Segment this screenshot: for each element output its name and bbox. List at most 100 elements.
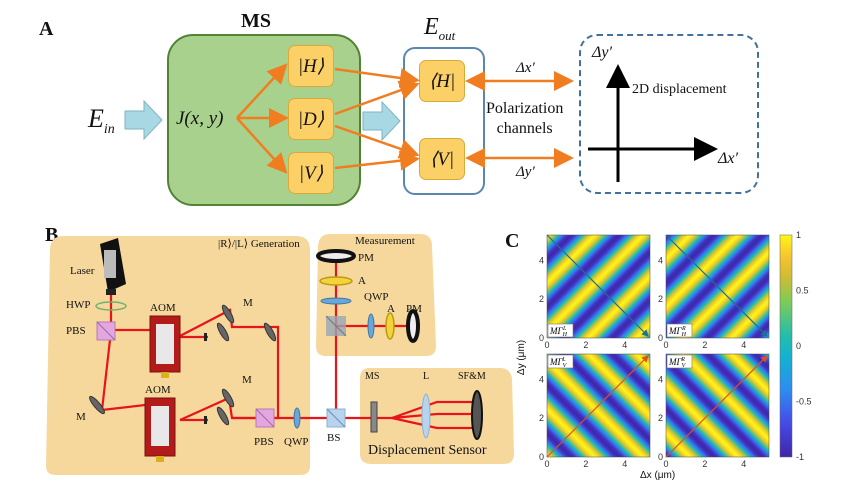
pbs-label-2: PBS xyxy=(254,436,274,448)
scan-arrow xyxy=(665,234,768,337)
power-meter-top-icon xyxy=(316,249,356,263)
pm-right-label: PM xyxy=(406,303,422,315)
hwp-icon xyxy=(95,301,127,311)
x-tick-label: 4 xyxy=(741,340,746,350)
subplot-label: MΓVR xyxy=(668,357,687,369)
y-axis-label: Δy (μm) xyxy=(516,339,528,376)
x-tick-label: 0 xyxy=(544,459,549,469)
arrow-j-to-h xyxy=(236,63,288,119)
input-field-label: Ein xyxy=(88,104,115,138)
colorbar-tick-label: -1 xyxy=(796,452,804,462)
bra-h: ⟨H| xyxy=(419,60,465,102)
arrow-j-to-v xyxy=(236,117,288,174)
mirror-icon-5 xyxy=(216,406,230,426)
mirror-label-1: M xyxy=(243,297,253,309)
subplot-label: MΓHR xyxy=(668,326,687,338)
analyzer-right-icon xyxy=(385,312,395,340)
delta-y-channel-label: Δy′ xyxy=(516,164,535,180)
displacement-plot-box xyxy=(579,34,759,194)
subplot-label-box xyxy=(666,323,693,338)
lens-label: L xyxy=(423,371,430,382)
ms-label: MS xyxy=(365,371,380,382)
aom-label-1: AOM xyxy=(150,302,176,314)
laser-icon xyxy=(100,238,126,295)
x-tick-label: 2 xyxy=(702,459,707,469)
y-tick-label: 0 xyxy=(539,333,544,343)
jones-matrix-label: J(x, y) xyxy=(176,108,224,129)
pbs-icon-1 xyxy=(96,321,116,341)
y-tick-label: 4 xyxy=(539,255,544,265)
panel-a-letter: A xyxy=(39,18,54,40)
aom-icon-2 xyxy=(144,397,176,462)
y-tick-label: 2 xyxy=(539,413,544,423)
delta-x-channel-label: Δx′ xyxy=(516,60,535,76)
x-tick-label: 0 xyxy=(663,340,668,350)
aom-icon-1 xyxy=(149,315,181,378)
meas-bs-icon xyxy=(325,315,347,337)
generation-panel-title: |R⟩/|L⟩ Generation xyxy=(218,238,300,250)
subplot-label-box xyxy=(547,323,574,338)
scan-arrow xyxy=(665,355,768,458)
pbs-label-1: PBS xyxy=(66,325,86,337)
qwp-top-label: QWP xyxy=(364,291,389,303)
hwp-label: HWP xyxy=(66,299,91,311)
ket-v: |V⟩ xyxy=(288,152,334,194)
y-tick-label: 4 xyxy=(658,255,663,265)
arrow-d-to-bra-v xyxy=(334,124,420,159)
output-block-arrow xyxy=(362,100,401,142)
bra-v: ⟨V| xyxy=(419,138,465,180)
colorbar-tick-label: -0.5 xyxy=(796,397,812,407)
beam-block-2 xyxy=(204,416,207,424)
qwp-icon xyxy=(293,407,301,429)
x-tick-label: 4 xyxy=(622,340,627,350)
panel-c-letter: C xyxy=(505,230,520,252)
displacement-plot-title: 2D displacement xyxy=(632,82,727,97)
output-field-label: Eout xyxy=(424,14,456,43)
colorbar-tick-label: 0.5 xyxy=(796,286,809,296)
mirror-icon-3 xyxy=(263,322,277,342)
a-right-label: A xyxy=(387,303,395,315)
analyzer-top-icon xyxy=(319,276,353,286)
x-tick-label: 4 xyxy=(741,459,746,469)
aom-label-2: AOM xyxy=(145,384,171,396)
axis-y-label: Δy′ xyxy=(592,44,612,61)
mirror-label-3: M xyxy=(76,411,86,423)
bs-icon xyxy=(326,408,346,428)
mirror-icon-2 xyxy=(216,322,230,342)
y-tick-label: 4 xyxy=(539,374,544,384)
colorbar-tick-label: 0 xyxy=(796,341,801,351)
measurement-panel-title: Measurement xyxy=(355,235,415,247)
y-tick-label: 0 xyxy=(658,452,663,462)
y-tick-label: 2 xyxy=(539,294,544,304)
arrow-v-to-bra-v xyxy=(334,150,420,171)
subplot-label-box xyxy=(547,354,574,369)
scan-arrow xyxy=(546,355,649,458)
colorbar-tick-label: 1 xyxy=(796,230,801,240)
x-axis-label: Δx (μm) xyxy=(640,470,676,481)
qwp-right-icon xyxy=(367,313,375,339)
x-tick-label: 0 xyxy=(663,459,668,469)
subplot-label: MΓHL xyxy=(549,326,568,338)
laser-label: Laser xyxy=(70,265,95,277)
ms-title: MS xyxy=(241,10,271,32)
power-meter-right-icon xyxy=(406,309,420,343)
y-tick-label: 2 xyxy=(658,413,663,423)
ket-h: |H⟩ xyxy=(288,45,334,87)
mirror-icon-6 xyxy=(89,395,105,415)
sfm-label: SF&M xyxy=(458,371,486,382)
y-tick-label: 4 xyxy=(658,374,663,384)
subplot-label-box xyxy=(666,354,693,369)
lens-icon xyxy=(421,393,431,439)
mirror-label-2: M xyxy=(242,374,252,386)
bs-label: BS xyxy=(327,432,341,444)
arrow-h-to-bra-h xyxy=(334,67,420,88)
subplot-label: MΓVL xyxy=(549,357,568,369)
metasurface-icon xyxy=(370,401,378,433)
input-block-arrow xyxy=(124,99,163,141)
y-tick-label: 2 xyxy=(658,294,663,304)
x-tick-label: 2 xyxy=(583,459,588,469)
x-tick-label: 0 xyxy=(544,340,549,350)
